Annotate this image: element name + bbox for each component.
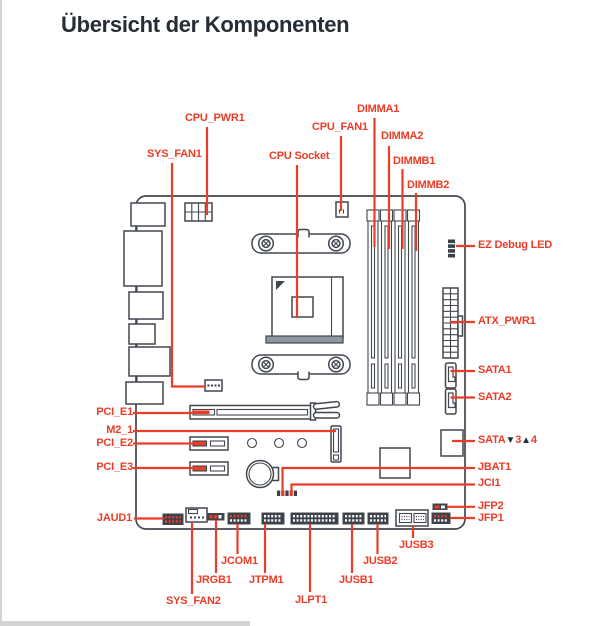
- cpu-cooler-bracket-top: [251, 228, 351, 254]
- label-jaud1: JAUD1: [96, 512, 132, 524]
- label-sata1: SATA1: [478, 364, 512, 376]
- label-m2-1: M2_1: [106, 424, 133, 436]
- m2-slot: [330, 425, 342, 463]
- cmos-battery: [245, 459, 280, 489]
- leader-jci1: [290, 483, 475, 491]
- label-cpu-fan1: CPU_FAN1: [312, 121, 368, 133]
- jfp2-connector: [432, 503, 448, 510]
- label-dimmb2: DIMMB2: [407, 179, 450, 191]
- jfp1-connector: [431, 512, 451, 524]
- leader-jbat1: [281, 466, 475, 491]
- m2-standoff-holes: [246, 437, 308, 449]
- label-dimma2: DIMMA2: [381, 130, 424, 142]
- rear-io-ports: [123, 202, 171, 405]
- page-footer-bar: [0, 621, 250, 626]
- sata-port-3-4: [440, 429, 464, 457]
- label-jusb2: JUSB2: [363, 555, 398, 567]
- dimm-slot-a1: [366, 209, 380, 406]
- cpu-power-connector: [184, 202, 213, 222]
- label-jfp1: JFP1: [478, 511, 504, 524]
- dimm-slot-a2: [379, 209, 394, 406]
- label-pci-e3: PCI_E3: [96, 461, 133, 473]
- leader-lines: [133, 118, 475, 594]
- dimm-slot-b2: [406, 209, 421, 406]
- jrgb1-connector: [207, 513, 225, 521]
- label-jtpm1: JTPM1: [249, 574, 284, 586]
- label-jcom1: JCOM1: [221, 555, 258, 567]
- jusb1-connector: [342, 512, 365, 525]
- jusb2-connector: [367, 512, 389, 525]
- triangle-down-icon: ▼: [505, 435, 516, 446]
- jlpt1-connector: [290, 512, 339, 525]
- cpu-socket: [265, 276, 344, 344]
- pcie-latch: [309, 400, 341, 421]
- ez-debug-led: [448, 239, 455, 258]
- jbat-jci-pins: [277, 490, 297, 496]
- dimm-slot-b1: [393, 209, 407, 406]
- label-dimma1: DIMMA1: [357, 103, 400, 115]
- label-jlpt1: JLPT1: [295, 594, 328, 606]
- sata-port-2: [444, 388, 457, 415]
- label-sata34: SATA▼3▲4: [478, 434, 537, 446]
- label-cpu-pwr1: CPU_PWR1: [185, 112, 245, 124]
- jaud1-connector: [162, 513, 184, 525]
- leader-sys-fan1: [170, 163, 205, 388]
- label-atx-pwr1: ATX_PWR1: [478, 315, 536, 327]
- label-jci1: JCI1: [478, 477, 501, 489]
- jcom1-connector: [227, 512, 251, 525]
- triangle-up-icon: ▲: [521, 435, 531, 446]
- label-cpu-socket: CPU Socket: [269, 150, 330, 162]
- chipset: [379, 447, 411, 479]
- sata-port-1: [444, 362, 457, 389]
- label-jusb1: JUSB1: [339, 574, 374, 586]
- label-sata2: SATA2: [478, 391, 512, 403]
- page-left-border: [0, 0, 2, 621]
- label-jusb3: JUSB3: [399, 539, 434, 551]
- label-dimmb1: DIMMB1: [393, 155, 436, 167]
- label-jrgb1: JRGB1: [196, 574, 232, 586]
- jusb3-connector: [395, 509, 429, 527]
- label-pci-e1: PCI_E1: [96, 406, 133, 418]
- label-sys-fan1: SYS_FAN1: [147, 148, 202, 160]
- label-jfp2: JFP2: [478, 500, 504, 512]
- dimm-slots: [366, 209, 421, 406]
- sys-fan1-connector: [204, 379, 223, 392]
- jtpm1-connector: [261, 512, 285, 525]
- sys-fan2-connector: [185, 507, 208, 523]
- label-ez-debug-led: EZ Debug LED: [478, 239, 552, 251]
- page-title: Übersicht der Komponenten: [61, 12, 350, 37]
- label-jbat1: JBAT1: [478, 461, 512, 473]
- label-sys-fan2: SYS_FAN2: [166, 595, 221, 607]
- label-pci-e2: PCI_E2: [96, 437, 133, 449]
- cpu-cooler-bracket-bottom: [251, 354, 351, 381]
